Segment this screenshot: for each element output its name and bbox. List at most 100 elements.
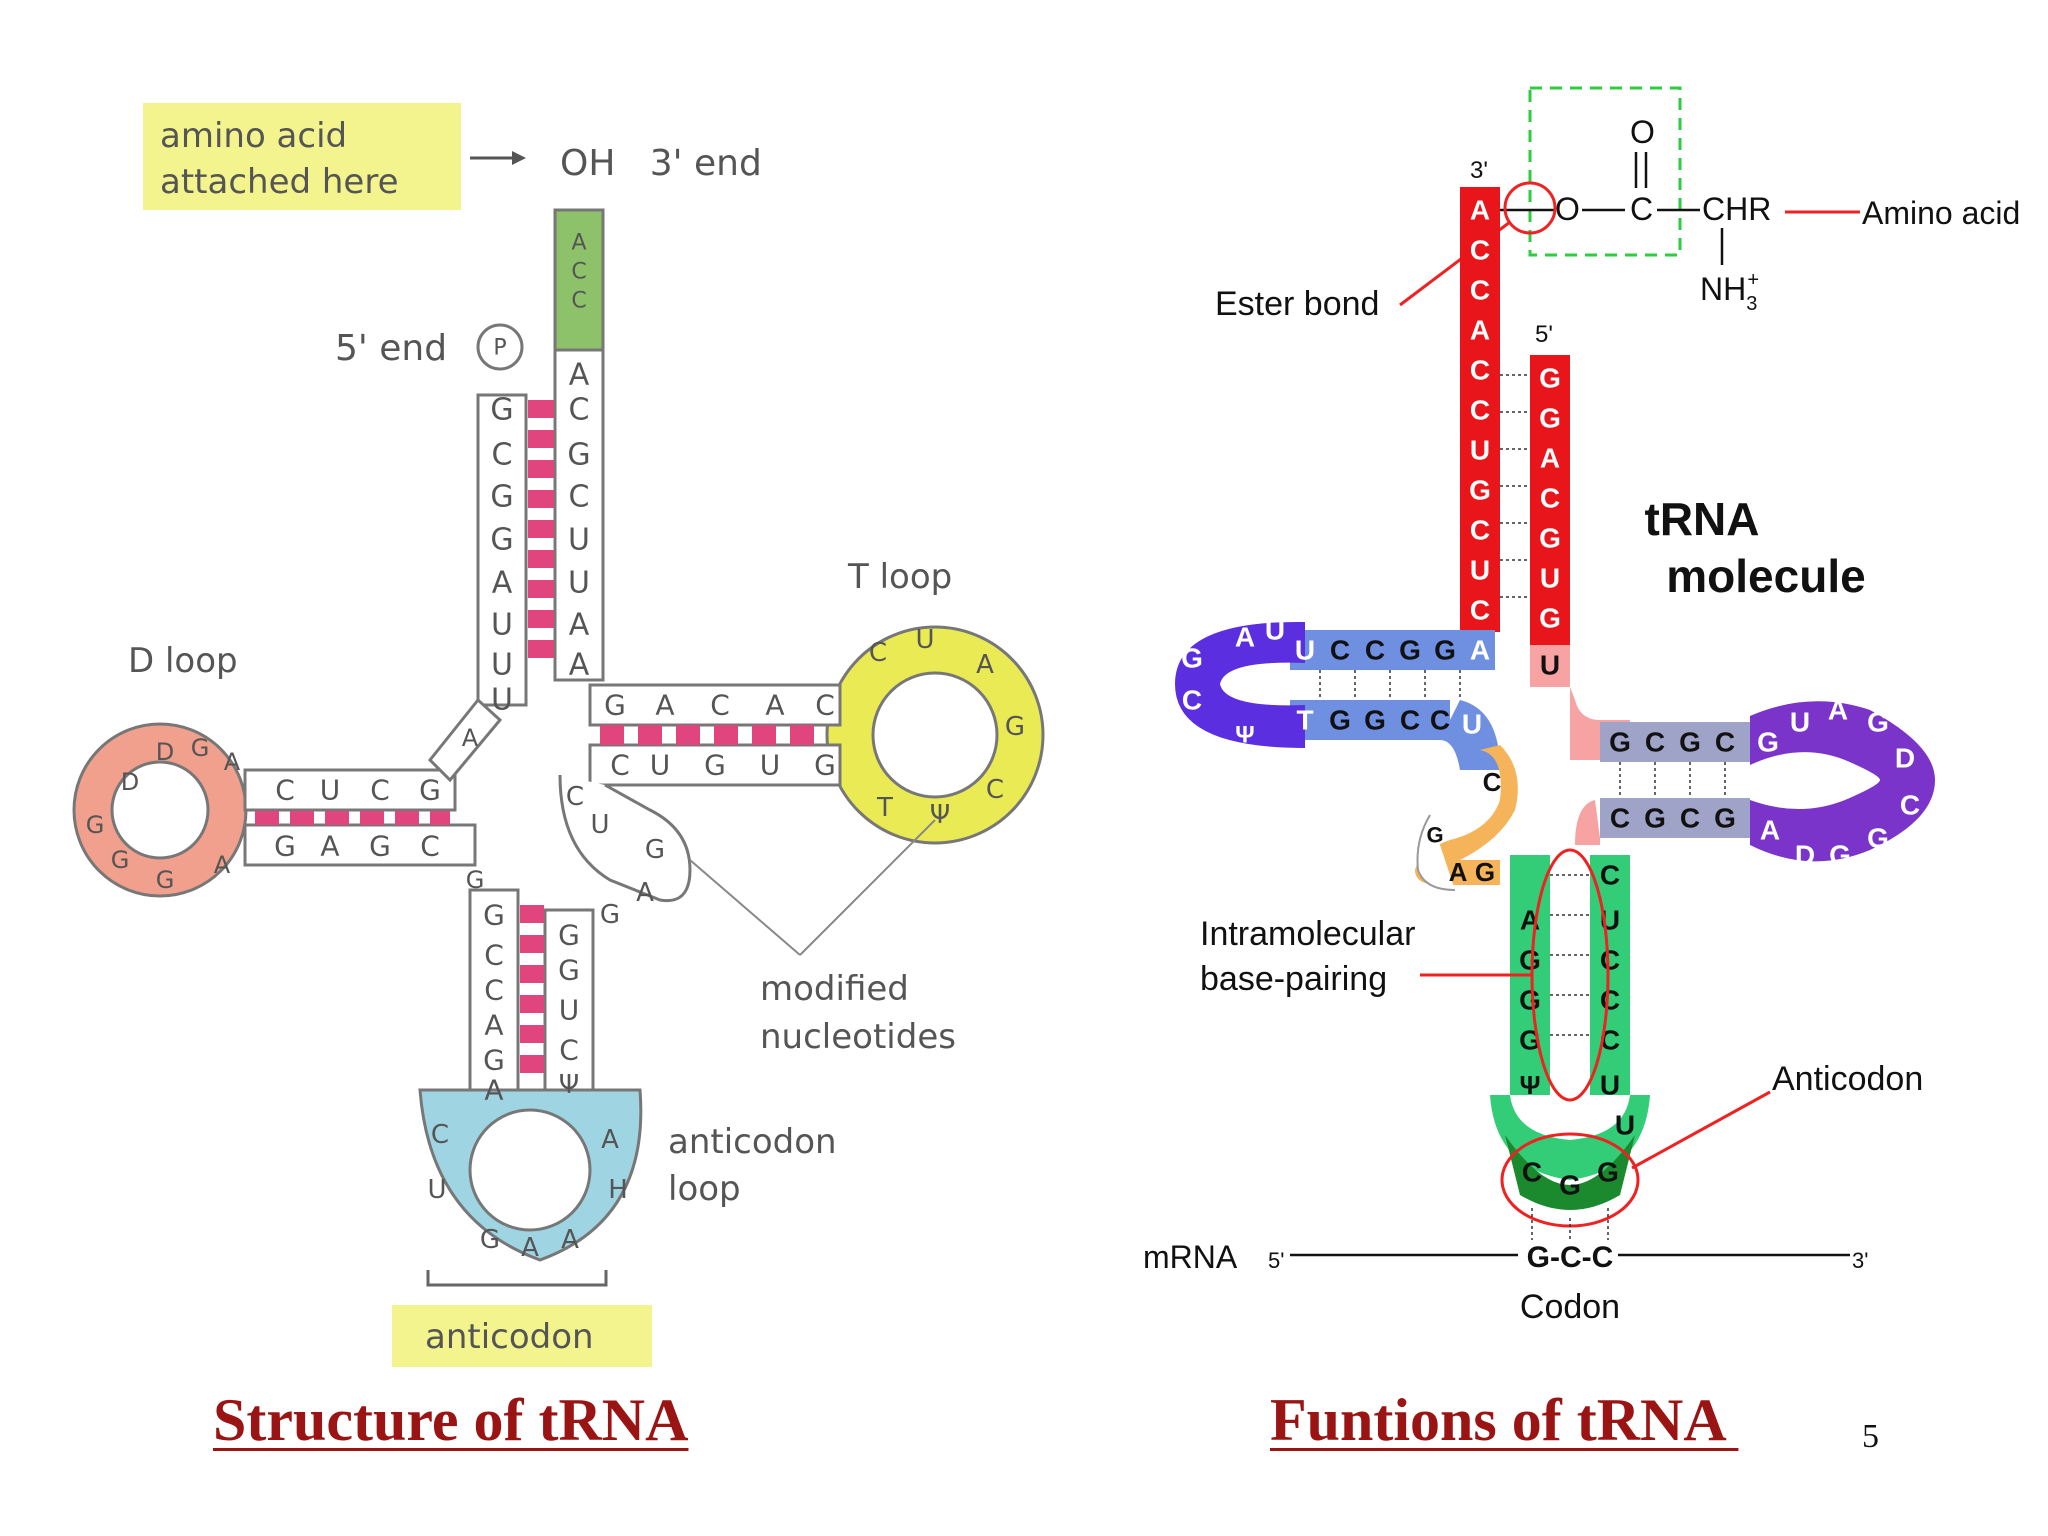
t-stem-base: C — [710, 689, 730, 722]
svg-text:G: G — [1757, 727, 1779, 758]
ac-stem-base: C — [559, 1034, 579, 1067]
ac-loop-base: U — [427, 1175, 446, 1205]
svg-text:G: G — [1539, 523, 1561, 554]
junction-base: A — [462, 724, 479, 752]
svg-text:C: C — [1483, 767, 1502, 797]
svg-text:G: G — [1181, 643, 1203, 674]
svg-text:C: C — [1365, 635, 1385, 666]
svg-text:C: C — [1470, 595, 1490, 626]
svg-text:C: C — [1522, 1157, 1542, 1188]
svg-text:G: G — [1399, 635, 1421, 666]
chem-C: C — [1630, 191, 1653, 227]
ac-loop-base: C — [431, 1120, 449, 1150]
acceptor-base: A — [569, 358, 590, 393]
phosphate-circle — [476, 323, 524, 371]
variable-region: C U G A G — [558, 774, 692, 930]
five-prime-end-label: 5' end — [335, 328, 447, 369]
variable-base: C — [566, 782, 584, 812]
svg-text:A: A — [1470, 195, 1490, 226]
junction-base: G — [466, 866, 485, 894]
svg-text:T: T — [1296, 705, 1313, 736]
amino-acid-label-box — [143, 103, 461, 210]
variable-base: A — [636, 878, 654, 908]
right-title: Funtions of tRNA — [1270, 1387, 1739, 1453]
modified-nucleotides-line1: modified — [760, 969, 909, 1009]
chem-O-ester: O — [1555, 191, 1580, 227]
acceptor-3-bases: A C C A C C U G C U C — [1469, 195, 1491, 626]
d-loop-label: D loop — [128, 641, 238, 681]
svg-text:G: G — [1679, 727, 1701, 758]
ac-stem-base: G — [558, 919, 580, 952]
t-stem-base: C — [815, 689, 835, 722]
svg-text:G: G — [1329, 705, 1351, 736]
svg-text:C: C — [1610, 803, 1630, 834]
d-arm-right: U C C G G A T G G C C U A U G C Ψ — [1175, 615, 1500, 770]
acceptor-base: G — [567, 438, 590, 473]
acceptor-base: A — [571, 231, 586, 256]
mrna-5prime: 5' — [1268, 1248, 1284, 1273]
d-loop-base: D — [156, 738, 174, 766]
amino-acid-label-line2: attached here — [160, 162, 399, 202]
svg-text:C: C — [1540, 483, 1560, 514]
anticodon-arm: G C C A G A G G U C Ψ C U G A A H A — [418, 888, 643, 1263]
amino-acid-label-line1: amino acid — [160, 116, 347, 156]
anticodon-label-right: Anticodon — [1772, 1060, 1923, 1098]
d-loop-base: D — [121, 768, 139, 796]
svg-text:Ψ: Ψ — [1519, 1070, 1540, 1100]
svg-text:C: C — [1330, 635, 1350, 666]
acceptor-base: A — [492, 566, 513, 601]
d-loop-base: A — [224, 748, 241, 776]
svg-text:C: C — [1470, 395, 1490, 426]
svg-text:G: G — [1539, 403, 1561, 434]
mrna-label: mRNA — [1143, 1239, 1238, 1275]
chem-NH3: NH3+ — [1700, 269, 1759, 315]
ac-loop-base: H — [608, 1175, 628, 1205]
d-loop-base: G — [191, 734, 210, 762]
svg-text:U: U — [1600, 1070, 1620, 1101]
svg-text:Ψ: Ψ — [1235, 722, 1254, 749]
ac-stem-base: Ψ — [559, 1070, 579, 1100]
svg-text:A: A — [1470, 315, 1490, 346]
svg-text:A: A — [1449, 857, 1468, 887]
d-stem-base: C — [275, 774, 295, 807]
anticodon-label: anticodon — [425, 1317, 594, 1357]
d-stem-base: C — [420, 830, 440, 863]
ester-bond-circle — [1503, 181, 1557, 235]
t-loop-base: A — [976, 650, 994, 680]
d-stem-base: G — [274, 830, 296, 863]
svg-text:C: C — [1430, 705, 1450, 736]
t-loop-base: G — [1005, 712, 1025, 742]
acceptor-base: C — [492, 438, 513, 473]
codon-label: Codon — [1520, 1288, 1620, 1326]
phosphate-label: P — [493, 336, 506, 361]
acceptor-base: C — [571, 260, 586, 285]
d-stem-base: C — [370, 774, 390, 807]
variable-base: U — [590, 810, 609, 840]
attach-arrow — [470, 151, 526, 165]
t-loop-label: T loop — [847, 557, 952, 597]
svg-text:A: A — [1760, 815, 1780, 846]
svg-text:G: G — [1714, 803, 1736, 834]
d-stem-base: G — [419, 774, 441, 807]
t-arm-right: G C G C C G C G G U A G D C G G D A — [1570, 687, 1935, 871]
svg-text:G: G — [1364, 705, 1386, 736]
acceptor-pairing-lines — [1500, 374, 1530, 598]
d-loop-base: G — [86, 811, 105, 839]
acceptor-base: U — [491, 648, 513, 683]
svg-text:U: U — [1265, 615, 1285, 646]
svg-text:C: C — [1680, 803, 1700, 834]
three-prime-end-label: OH 3' end — [560, 143, 762, 184]
t-loop-base: Ψ — [930, 800, 950, 830]
svg-text:C: C — [1470, 515, 1490, 546]
acceptor-base: C — [571, 289, 586, 314]
svg-text:G: G — [1644, 803, 1666, 834]
svg-text:C: C — [1470, 235, 1490, 266]
acceptor-base: A — [569, 648, 590, 683]
left-title: Structure of tRNA — [213, 1387, 689, 1453]
ac-stem-base: A — [484, 1074, 503, 1107]
svg-text:G: G — [1519, 945, 1541, 976]
svg-text:U: U — [1470, 555, 1490, 586]
svg-text:G: G — [1434, 635, 1456, 666]
anticodon-loop-label-line2: loop — [668, 1169, 741, 1209]
intramolecular-label-line1: Intramolecular — [1200, 915, 1415, 953]
